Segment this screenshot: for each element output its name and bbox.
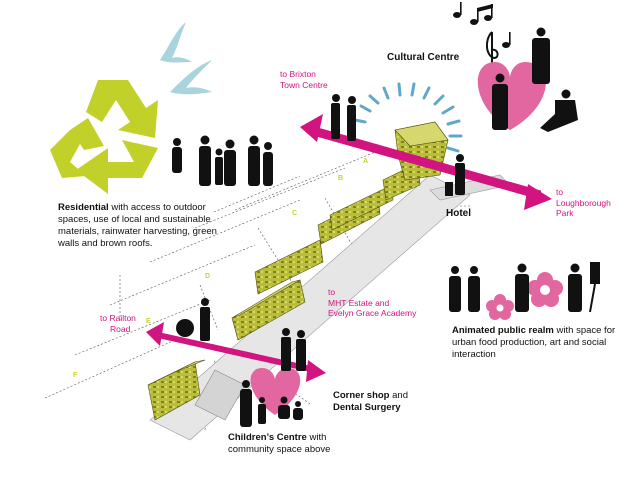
childrens-centre-label: Children’s Centre with community space a… (228, 432, 378, 456)
zone-b: B (338, 175, 344, 182)
building-d-roof (231, 279, 301, 319)
cultural-centre-label: Cultural Centre (387, 52, 460, 63)
corner-shop-label: Corner shop and Dental Surgery (333, 390, 443, 414)
to-mht-line3: Evelyn Grace Academy (328, 308, 417, 318)
animated-title: Animated public realm (452, 325, 554, 336)
dental-surgery: Dental Surgery (333, 402, 401, 413)
to-mht-label: to MHT Estate and Evelyn Grace Academy (328, 287, 416, 319)
to-loughborough-label: to Loughborough Park (556, 187, 611, 219)
to-brixton-label: to Brixton Town Centre (280, 69, 328, 90)
residential-label: Residential with access to outdoor space… (58, 202, 218, 250)
cultural-centre-roof (394, 121, 449, 147)
zone-a: A (363, 158, 369, 165)
to-loughborough-line3: Park (556, 208, 574, 218)
hotel-label: Hotel (446, 208, 471, 219)
music-note-icon (453, 2, 511, 66)
animated-public-realm-label: Animated public realm with space for urb… (452, 325, 617, 361)
to-railton-line2: Road (110, 323, 131, 334)
to-brixton-line1: to Brixton (280, 69, 316, 79)
residential-text: with access to outdoor spaces, use of lo… (58, 202, 217, 249)
buildings (147, 121, 449, 421)
childrens-centre-title: Children’s Centre (228, 432, 307, 443)
to-mht-line1: to (328, 287, 336, 297)
residential-title: Residential (58, 202, 109, 213)
building-b2 (329, 184, 394, 231)
zone-c: C (292, 210, 298, 217)
zone-f: F (73, 372, 78, 379)
to-loughborough-line2: Loughborough (556, 197, 611, 208)
childrens-centre-text: community space above (228, 444, 331, 455)
corner-shop-and: and (392, 390, 408, 401)
building-c (254, 239, 324, 295)
zone-e: E (146, 318, 151, 325)
to-railton-label: to Railton Road (100, 313, 136, 334)
to-railton-line1: to Railton (100, 313, 136, 323)
corner-shop-title: Corner shop (333, 390, 390, 401)
zone-d: D (205, 273, 211, 280)
flower-icon (486, 272, 563, 320)
people-silhouette-icon (172, 27, 600, 427)
to-mht-line2: MHT Estate and (328, 297, 390, 308)
to-brixton-line2: Town Centre (280, 79, 328, 90)
to-loughborough-line1: to (556, 187, 564, 197)
animated-text: with space for urban food production, ar… (452, 325, 616, 360)
bird-icon (160, 22, 212, 95)
childrens-centre-with: with (309, 432, 327, 443)
building-f-roof (147, 359, 206, 386)
recycle-icon (50, 80, 158, 194)
sunburst-icon (353, 82, 463, 153)
